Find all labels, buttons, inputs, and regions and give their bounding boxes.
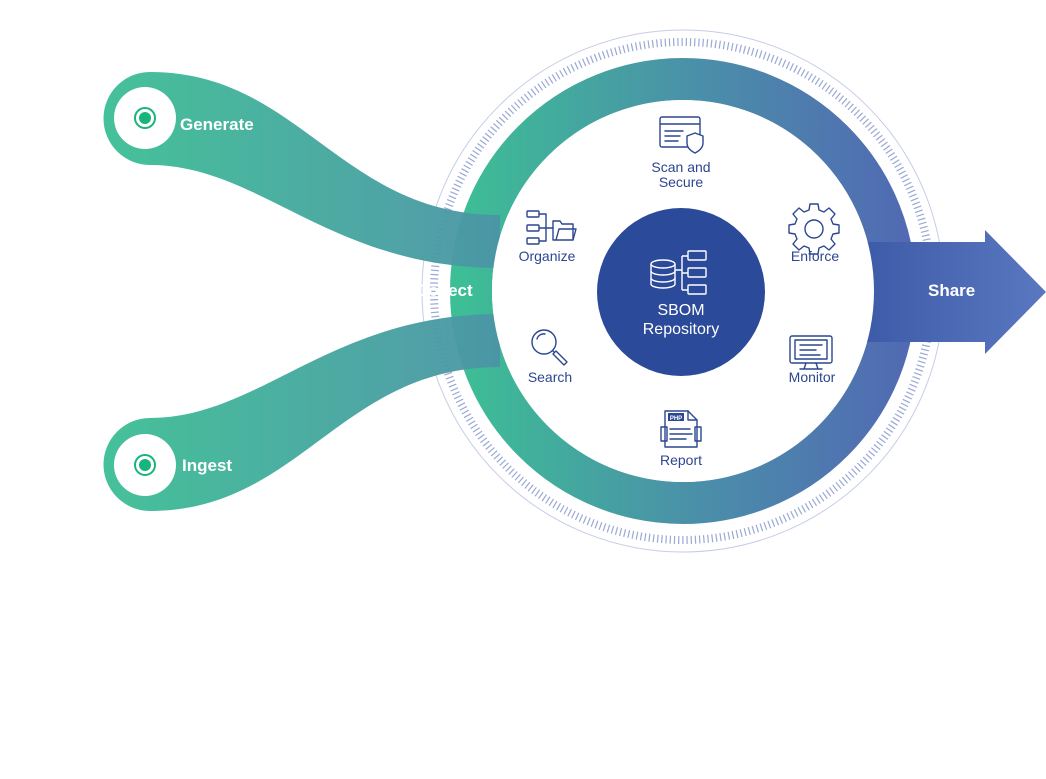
ingest-band: [103, 314, 500, 511]
center-subtitle: Repository: [643, 321, 719, 338]
monitor-screen-icon: [789, 335, 833, 370]
enforce-gear-icon: [788, 203, 840, 255]
share-arrow: [860, 230, 1046, 354]
report-icon-text: PHP: [670, 416, 682, 422]
generate-band: [103, 72, 500, 268]
scan-label-line1: Scan and: [651, 159, 710, 175]
generate-node: [114, 87, 176, 149]
sbom-repository-circle: [597, 208, 765, 376]
scan-label-line2: Secure: [659, 174, 704, 190]
monitor-label: Monitor: [789, 369, 836, 385]
ingest-node: [114, 434, 176, 496]
collect-label: Collect: [416, 281, 473, 300]
database-icon: [650, 250, 707, 295]
enforce-label: Enforce: [791, 248, 839, 264]
organize-folder-icon: [526, 210, 577, 245]
scan-secure-icon: [659, 116, 704, 154]
search-magnifier-icon: [531, 329, 568, 366]
search-label: Search: [528, 369, 572, 385]
report-label: Report: [660, 452, 702, 468]
share-label: Share: [928, 281, 975, 300]
generate-dot-icon: [134, 107, 156, 129]
organize-label: Organize: [519, 248, 576, 264]
generate-label: Generate: [180, 115, 254, 134]
report-document-icon: [660, 410, 702, 448]
ingest-dot-icon: [134, 454, 156, 476]
center-title: SBOM: [657, 302, 704, 319]
ingest-label: Ingest: [182, 456, 232, 475]
